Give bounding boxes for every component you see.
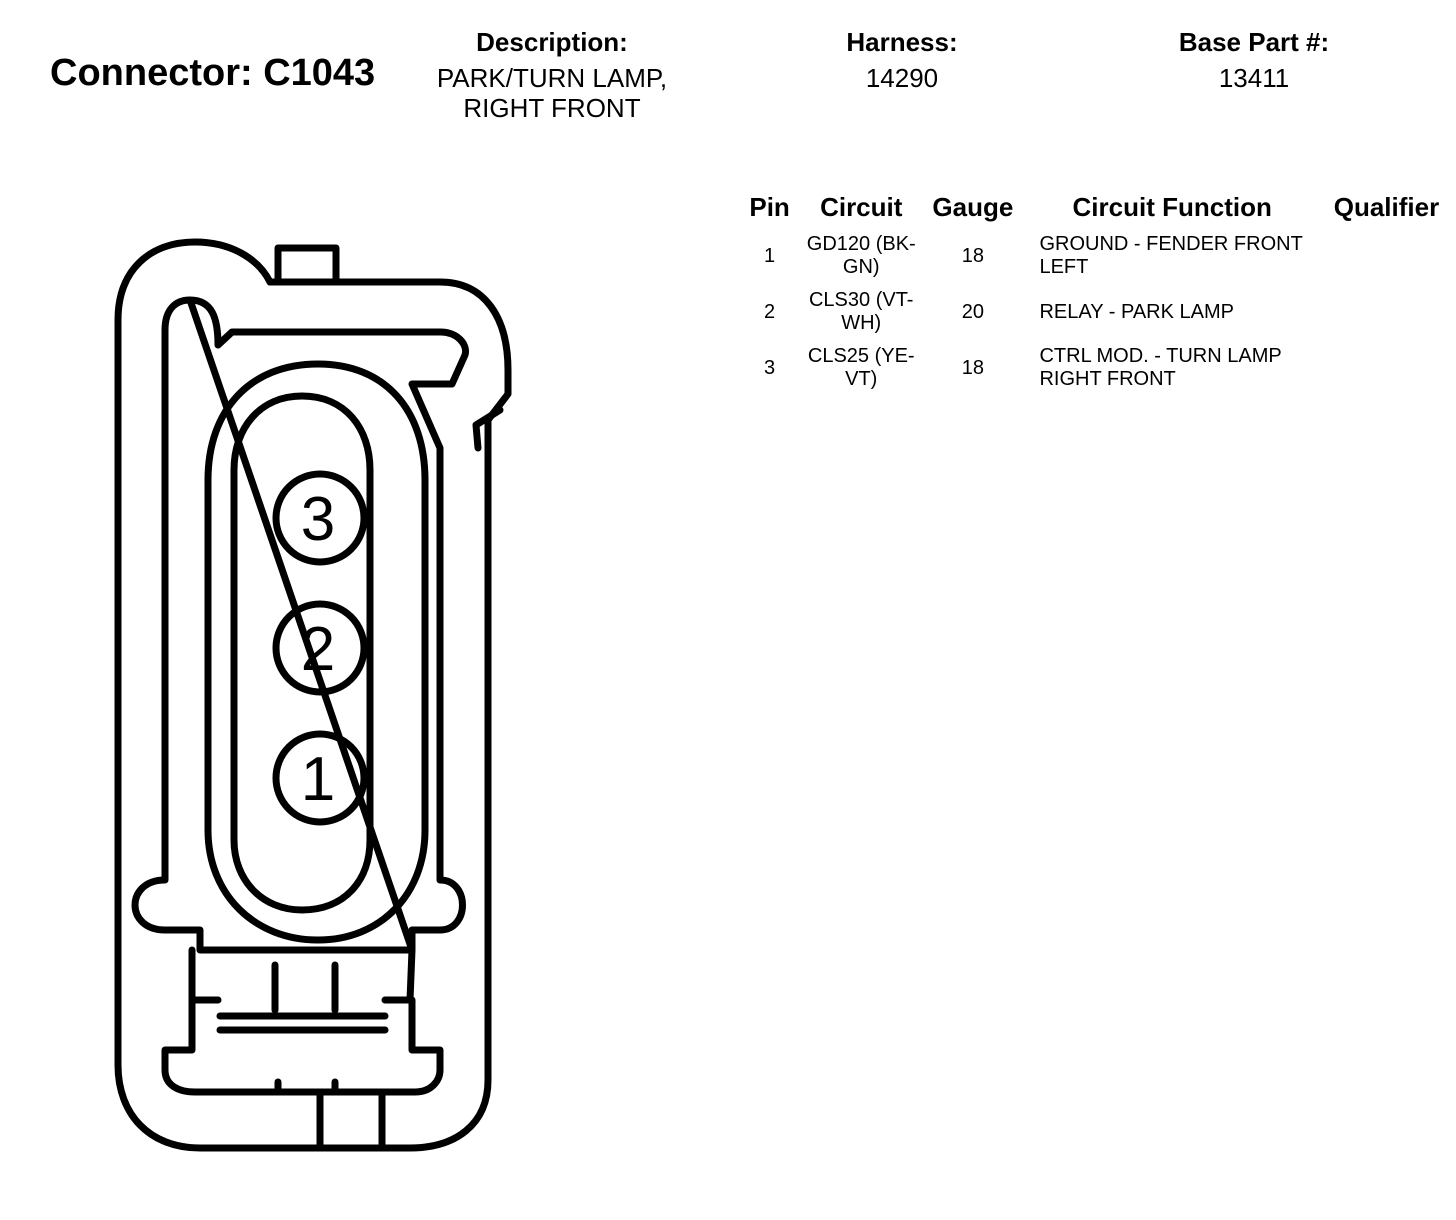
cell-gauge: 18 [961,244,984,267]
header-circuit: Circuit [820,192,903,222]
harness-block: Harness: 14290 [802,27,1002,93]
header-qualifier: Qualifier [1333,192,1440,222]
pin-label-1: 1 [301,745,335,814]
cell-circuit-line-1: CLS30 (VT- [808,289,914,311]
connector-title: Connector: C1043 [50,52,376,94]
base-part-block: Base Part #: 13411 [1134,27,1374,93]
header-gauge: Gauge [932,192,1014,222]
latch-tab [274,244,340,286]
pin-table-header-row: Pin Circuit Gauge Circuit Function Quali… [735,192,1456,228]
cell-pin: 1 [764,244,776,267]
cell-function-line-2: RIGHT FRONT [1039,368,1176,390]
pin-label-2: 2 [301,615,335,684]
harness-value: 14290 [865,63,939,93]
pin-table: Pin Circuit Gauge Circuit Function Quali… [735,192,1456,396]
pin-cavity-outer [204,360,429,944]
table-row: 2 CLS30 (VT- WH) 20 RELAY - PARK LAMP [735,284,1456,340]
pin-label-3: 3 [301,485,335,554]
cell-circuit-function: CTRL MOD. - TURN LAMP RIGHT FRONT [1027,340,1316,396]
cell-circuit-function: GROUND - FENDER FRONT LEFT [1027,228,1316,284]
base-part-label: Base Part #: [1178,27,1330,57]
description-block: Description: PARK/TURN LAMP, RIGHT FRONT [402,27,702,123]
housing-inner [131,296,469,1004]
cell-function-line-1: GROUND - FENDER FRONT [1039,233,1303,255]
cell-function-line-2: LEFT [1039,256,1089,278]
cell-circuit-line-2: VT) [845,368,878,390]
cell-pin: 2 [764,300,776,323]
cell-function-line-1: RELAY - PARK LAMP [1039,300,1234,323]
harness-label: Harness: [846,27,958,57]
cell-circuit: GD120 (BK- GN) [804,228,918,284]
bottom-key [316,1088,386,1152]
cell-circuit-line-1: GD120 (BK- [806,233,916,255]
table-row: 3 CLS25 (YE- VT) 18 CTRL MOD. - TURN LAM… [735,340,1456,396]
cell-circuit-line-2: WH) [841,312,882,334]
base-part-value: 13411 [1218,63,1290,93]
pin-cavity-inner [230,392,374,914]
cell-circuit-line-2: GN) [842,256,880,278]
cell-function-line-1: CTRL MOD. - TURN LAMP [1039,345,1282,367]
cell-circuit-function: RELAY - PARK LAMP [1027,284,1316,340]
pin-1-circle [272,730,368,826]
pin-2-circle [272,600,368,696]
cell-pin: 3 [764,356,776,379]
pin-3-circle [272,470,368,566]
housing-outer [114,238,512,1152]
cell-circuit: CLS25 (YE- VT) [804,340,918,396]
description-line-2: RIGHT FRONT [463,93,641,123]
description-value: PARK/TURN LAMP, RIGHT FRONT [402,63,702,123]
table-row: 1 GD120 (BK- GN) 18 GROUND - FENDER FRON… [735,228,1456,284]
header-pin: Pin [749,192,790,222]
description-label: Description: [476,27,628,57]
header-circuit-function: Circuit Function [1072,192,1272,222]
cell-circuit-line-1: CLS25 (YE- [807,345,915,367]
cell-gauge: 20 [961,300,984,323]
cell-circuit: CLS30 (VT- WH) [804,284,918,340]
description-line-1: PARK/TURN LAMP, [436,63,668,93]
latch-ramp [472,406,504,452]
cell-gauge: 18 [961,356,984,379]
lock-frame [161,946,444,1096]
